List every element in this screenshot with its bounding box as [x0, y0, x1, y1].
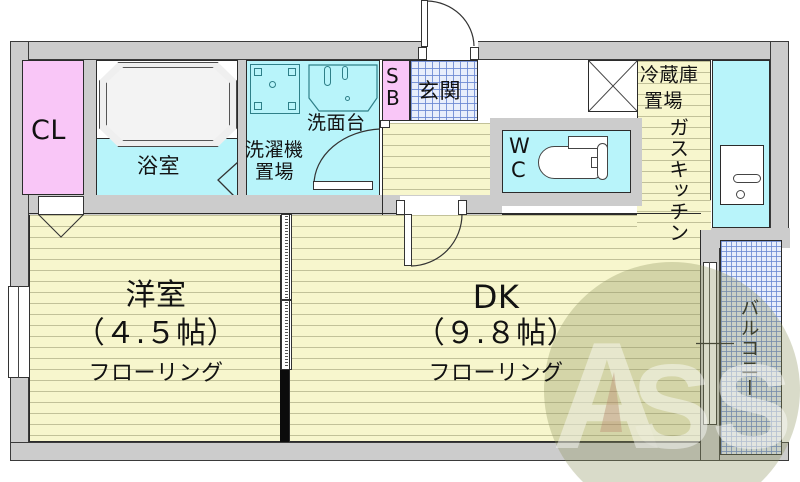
- toilet-bowl: [538, 146, 600, 179]
- wall-wc-top: [490, 118, 642, 130]
- room-label-dk-name: DK: [472, 278, 520, 316]
- wall-right-upper: [770, 41, 789, 241]
- label-toilet-line1: W: [509, 134, 531, 158]
- bathroom-door-icon: [217, 161, 239, 201]
- wall-wet-bottom: [29, 195, 382, 215]
- room-label-dk-flooring: フローリング: [428, 361, 564, 386]
- room-label-western-name: 洋室: [125, 278, 187, 313]
- window-west-rail: [18, 286, 19, 378]
- label-vanity: 洗面台: [307, 112, 366, 134]
- washer-pan-corner-br: [288, 102, 296, 110]
- label-shoebox-line2: B: [386, 86, 401, 110]
- wall-wc-left: [490, 118, 502, 206]
- room-floor-dk: [287, 214, 701, 442]
- entrance-jamb-right: [470, 47, 479, 60]
- label-laundry-line2: 置場: [255, 161, 295, 183]
- label-shoebox-line1: S: [386, 64, 400, 88]
- washroom-door-swing-icon: [313, 128, 381, 186]
- partition-dots-lower: [285, 302, 288, 368]
- washer-pan-corner-bl: [254, 102, 262, 110]
- hall-jamb-right: [458, 200, 467, 215]
- room-label-western-flooring: フローリング: [88, 361, 224, 386]
- room-label-dk-size: （９.８帖）: [414, 316, 578, 351]
- label-entrance: 玄関: [418, 79, 461, 103]
- washroom-entry-leaf: [380, 120, 390, 128]
- wall-wc-bottom: [490, 193, 642, 206]
- toilet-flush-handle: [591, 157, 598, 168]
- washroom-door-leaf: [313, 181, 373, 190]
- entrance-door-swing-icon: [426, 0, 475, 47]
- hall-door-opening: [400, 196, 460, 215]
- fridge-cross-icon: [589, 61, 637, 111]
- closet-door-swing-icon: [38, 214, 84, 238]
- closet-door-opening: [38, 196, 84, 215]
- label-fridge-line2: 置場: [644, 90, 684, 112]
- wall-wc-right: [631, 118, 642, 206]
- washer-pan: [250, 64, 300, 114]
- entrance-door-leaf: [421, 0, 428, 47]
- room-entrance: [410, 60, 478, 121]
- kitchen-drain-icon: [736, 190, 745, 199]
- washer-pan-corner-tl: [254, 68, 262, 76]
- wall-closet-bath: [84, 60, 96, 202]
- washroom-entry-opening: [382, 123, 383, 215]
- room-floor-western: [29, 214, 281, 442]
- room-shoebox: [382, 60, 410, 121]
- window-west: [8, 286, 30, 378]
- label-fridge-line1: 冷蔵庫: [640, 64, 699, 86]
- label-closet: CL: [31, 115, 66, 146]
- room-bathroom: [96, 138, 238, 202]
- vanity-drain-icon: [345, 96, 350, 101]
- entrance-jamb-left: [418, 47, 427, 60]
- vanity-tap-handle: [342, 66, 348, 80]
- label-bathroom: 浴室: [137, 154, 180, 178]
- toilet-lid: [597, 143, 608, 180]
- hall-jamb-left: [396, 200, 405, 215]
- balcony-door-handle-icon: [696, 342, 734, 345]
- hall-door-swing-icon: [410, 214, 463, 267]
- wall-bottom: [10, 442, 789, 461]
- room-closet: [22, 60, 84, 195]
- wall-top: [10, 41, 789, 60]
- room-balcony: [720, 240, 782, 455]
- entrance-door-opening: [421, 41, 478, 60]
- wall-wet-bottom-edge: [29, 213, 701, 214]
- vanity-faucet: [324, 66, 331, 86]
- room-label-western-size: （４.５帖）: [74, 316, 238, 351]
- label-toilet-line2: C: [511, 158, 527, 182]
- label-kitchen: ガスキッチン: [665, 117, 690, 243]
- partition-dots-upper: [285, 216, 288, 298]
- label-balcony: バルコニー: [737, 298, 760, 398]
- partition-outline: [289, 214, 290, 442]
- kitchen-floor-lower: [637, 200, 711, 230]
- kitchen-floor: [637, 60, 711, 215]
- vanity-basin: [308, 64, 378, 112]
- hall-door-leaf: [404, 214, 412, 266]
- kitchen-faucet: [733, 174, 761, 183]
- washer-drain-icon: [269, 81, 276, 88]
- wall-bath-laundry: [238, 60, 246, 202]
- washer-pan-corner-tr: [288, 68, 296, 76]
- label-laundry-line1: 洗濯機: [245, 139, 304, 161]
- partition-wall-segment: [280, 370, 289, 442]
- bathtub-inner: [106, 67, 230, 141]
